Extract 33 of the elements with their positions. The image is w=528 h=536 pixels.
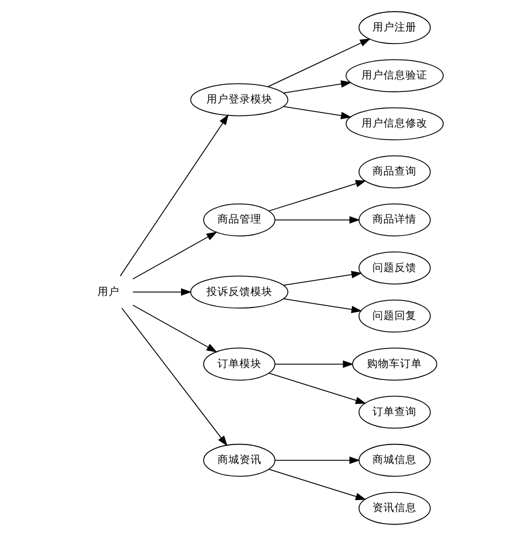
arrow bbox=[132, 288, 192, 296]
node-ellipse: 订单模块 bbox=[203, 348, 276, 381]
node-ellipse: 订单查询 bbox=[358, 396, 431, 429]
node-ellipse: 用户信息验证 bbox=[346, 59, 444, 92]
node-ellipse: 商品管理 bbox=[203, 203, 276, 236]
arrow bbox=[268, 180, 366, 212]
node-ellipse: 商品查询 bbox=[358, 155, 431, 188]
arrow bbox=[121, 308, 228, 446]
node-ellipse: 用户注册 bbox=[358, 11, 431, 44]
node-ellipse: 投诉反馈模块 bbox=[190, 276, 288, 308]
node-ellipse: 商品详情 bbox=[358, 203, 431, 236]
arrow bbox=[268, 468, 366, 500]
node-text: 用户 bbox=[98, 284, 120, 298]
node-ellipse: 用户信息修改 bbox=[346, 107, 444, 140]
arrow bbox=[283, 106, 352, 120]
node-ellipse: 购物车订单 bbox=[352, 348, 438, 381]
node-ellipse: 问题回复 bbox=[358, 300, 431, 333]
arrow bbox=[268, 372, 366, 404]
arrow bbox=[283, 298, 362, 314]
node-ellipse: 问题反馈 bbox=[358, 252, 431, 284]
node-ellipse: 商城信息 bbox=[358, 444, 431, 477]
arrow bbox=[274, 360, 354, 368]
arrow bbox=[132, 232, 218, 280]
arrow bbox=[283, 80, 352, 94]
arrow bbox=[120, 114, 229, 276]
node-ellipse: 用户登录模块 bbox=[190, 83, 288, 116]
arrow bbox=[274, 216, 360, 224]
arrow bbox=[283, 270, 362, 286]
arrow bbox=[274, 456, 360, 464]
node-ellipse: 资讯信息 bbox=[358, 492, 431, 525]
node-ellipse: 商城资讯 bbox=[203, 444, 276, 477]
arrow bbox=[268, 38, 371, 88]
arrow bbox=[132, 304, 218, 352]
